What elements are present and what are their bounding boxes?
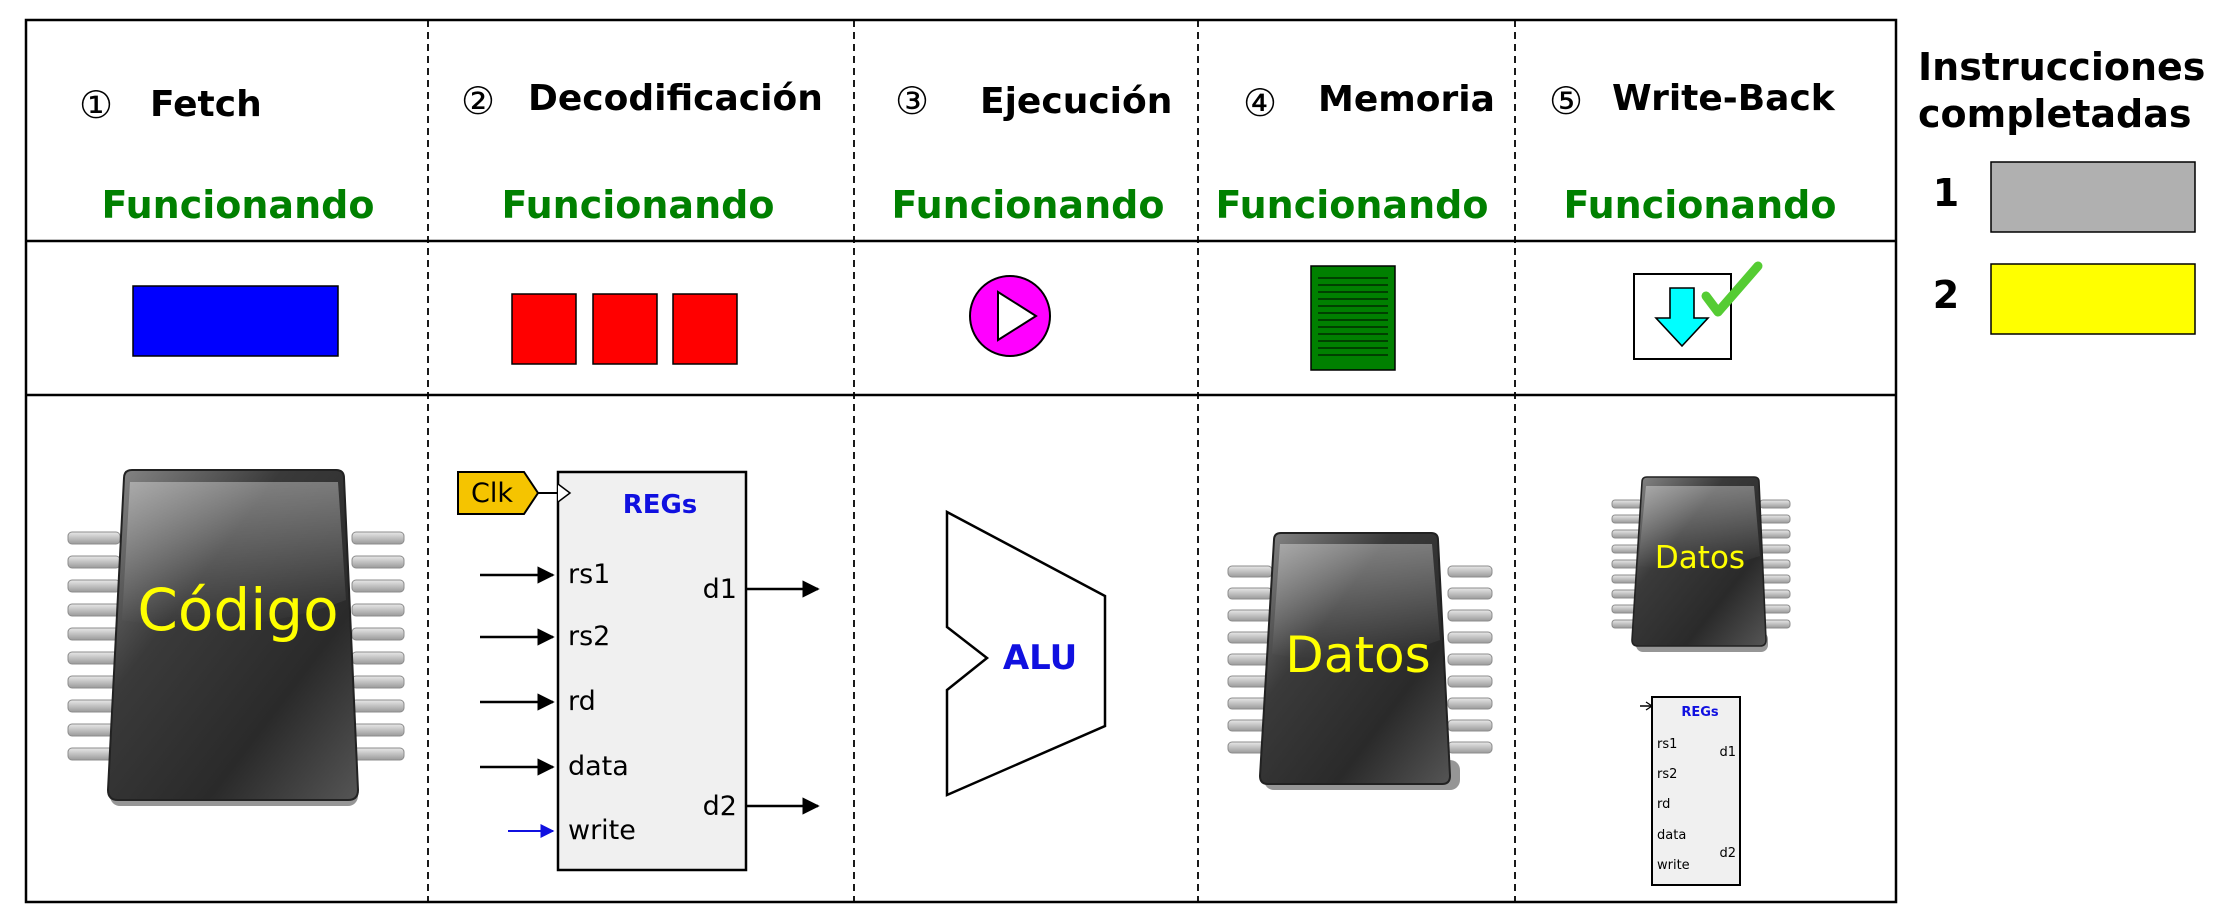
reg-input-label: rd [1657, 797, 1670, 812]
clock-tag [457, 471, 540, 515]
chip-label: Código [137, 576, 338, 644]
stage-fetch-header: ① Fetch Funcionando [79, 83, 374, 227]
execute-token [969, 275, 1051, 357]
legend-title: Instrucciones [1918, 45, 2205, 89]
stage-status: Funcionando [1216, 183, 1489, 227]
stage-number: ② [461, 79, 495, 123]
data-memory-chip-small: Datos [1611, 476, 1791, 652]
decode-token [672, 293, 738, 365]
chip-label: Datos [1655, 540, 1745, 576]
stage-title: Memoria [1318, 79, 1495, 120]
reg-input-label: data [1657, 828, 1686, 843]
stage-title: Ejecución [980, 81, 1172, 122]
register-file-title: REGs [623, 490, 698, 520]
reg-input-label: write [568, 815, 636, 846]
data-memory-chip: Datos [1227, 532, 1493, 790]
play-icon [997, 290, 1038, 342]
writeback-token [1633, 261, 1763, 360]
down-arrow-icon [1654, 287, 1710, 348]
column-dividers [427, 20, 1516, 902]
stage-number: ③ [895, 79, 929, 123]
pipeline-table-border [24, 18, 1898, 904]
stage-number: ⑤ [1549, 79, 1583, 123]
memory-token [1310, 265, 1396, 371]
legend-title: completadas [1918, 92, 2192, 136]
stage-memory-header: ④ Memoria Funcionando [1216, 79, 1495, 227]
decode-token [511, 293, 577, 365]
reg-input-label: rs2 [568, 621, 610, 652]
stage-number: ④ [1243, 81, 1277, 125]
reg-input-label: rs2 [1657, 767, 1677, 782]
legend-item-label: 1 [1933, 171, 1959, 215]
reg-output-label: d2 [1719, 846, 1736, 861]
chip-label: Datos [1285, 626, 1430, 684]
reg-input-label: rd [568, 686, 596, 717]
completed-instructions-legend: Instrucciones completadas 1 2 [1918, 45, 2205, 335]
stage-title: Write-Back [1612, 78, 1836, 119]
fetch-token [132, 285, 339, 357]
stage-decode-header: ② Decodificación Funcionando [461, 78, 823, 227]
stage-title: Fetch [150, 84, 262, 125]
legend-swatch [1990, 263, 2196, 335]
register-file-title: REGs [1681, 705, 1719, 720]
clock-input-triangle [557, 483, 572, 503]
alu-label: ALU [1003, 638, 1077, 678]
reg-input-label: data [568, 751, 629, 782]
alu-block: ALU [945, 509, 1107, 797]
register-file-box [556, 470, 748, 872]
stage-status: Funcionando [1564, 183, 1837, 227]
reg-input-label: write [1657, 858, 1690, 873]
stage-status: Funcionando [892, 183, 1165, 227]
document-icon [1310, 265, 1396, 371]
reg-output-label: d1 [1719, 745, 1736, 760]
reg-output-label: d1 [703, 574, 737, 605]
stage-status: Funcionando [102, 183, 375, 227]
reg-input-label: rs1 [1657, 737, 1677, 752]
stage-status: Funcionando [502, 183, 775, 227]
stage-execute-header: ③ Ejecución Funcionando [892, 79, 1173, 227]
legend-item-label: 2 [1933, 273, 1959, 317]
alu-shape [945, 509, 1107, 797]
register-file-block: Clk REGs rs1 rs2 rd data write d1 d2 [457, 470, 820, 872]
code-memory-chip: Código [67, 469, 405, 806]
stage-writeback-header: ⑤ Write-Back Funcionando [1549, 78, 1836, 227]
decode-token [592, 293, 658, 365]
register-file-block-small: REGs rs1 rs2 rd data write d1 d2 [1640, 696, 1741, 886]
check-icon [1701, 261, 1763, 317]
decode-tokens [511, 293, 738, 365]
clock-label: Clk [471, 478, 513, 509]
legend-swatch [1990, 161, 2196, 233]
reg-input-label: rs1 [568, 559, 610, 590]
register-file-box [1651, 696, 1741, 886]
stage-title: Decodificación [528, 78, 823, 119]
stage-number: ① [79, 83, 113, 127]
reg-output-label: d2 [703, 791, 737, 822]
